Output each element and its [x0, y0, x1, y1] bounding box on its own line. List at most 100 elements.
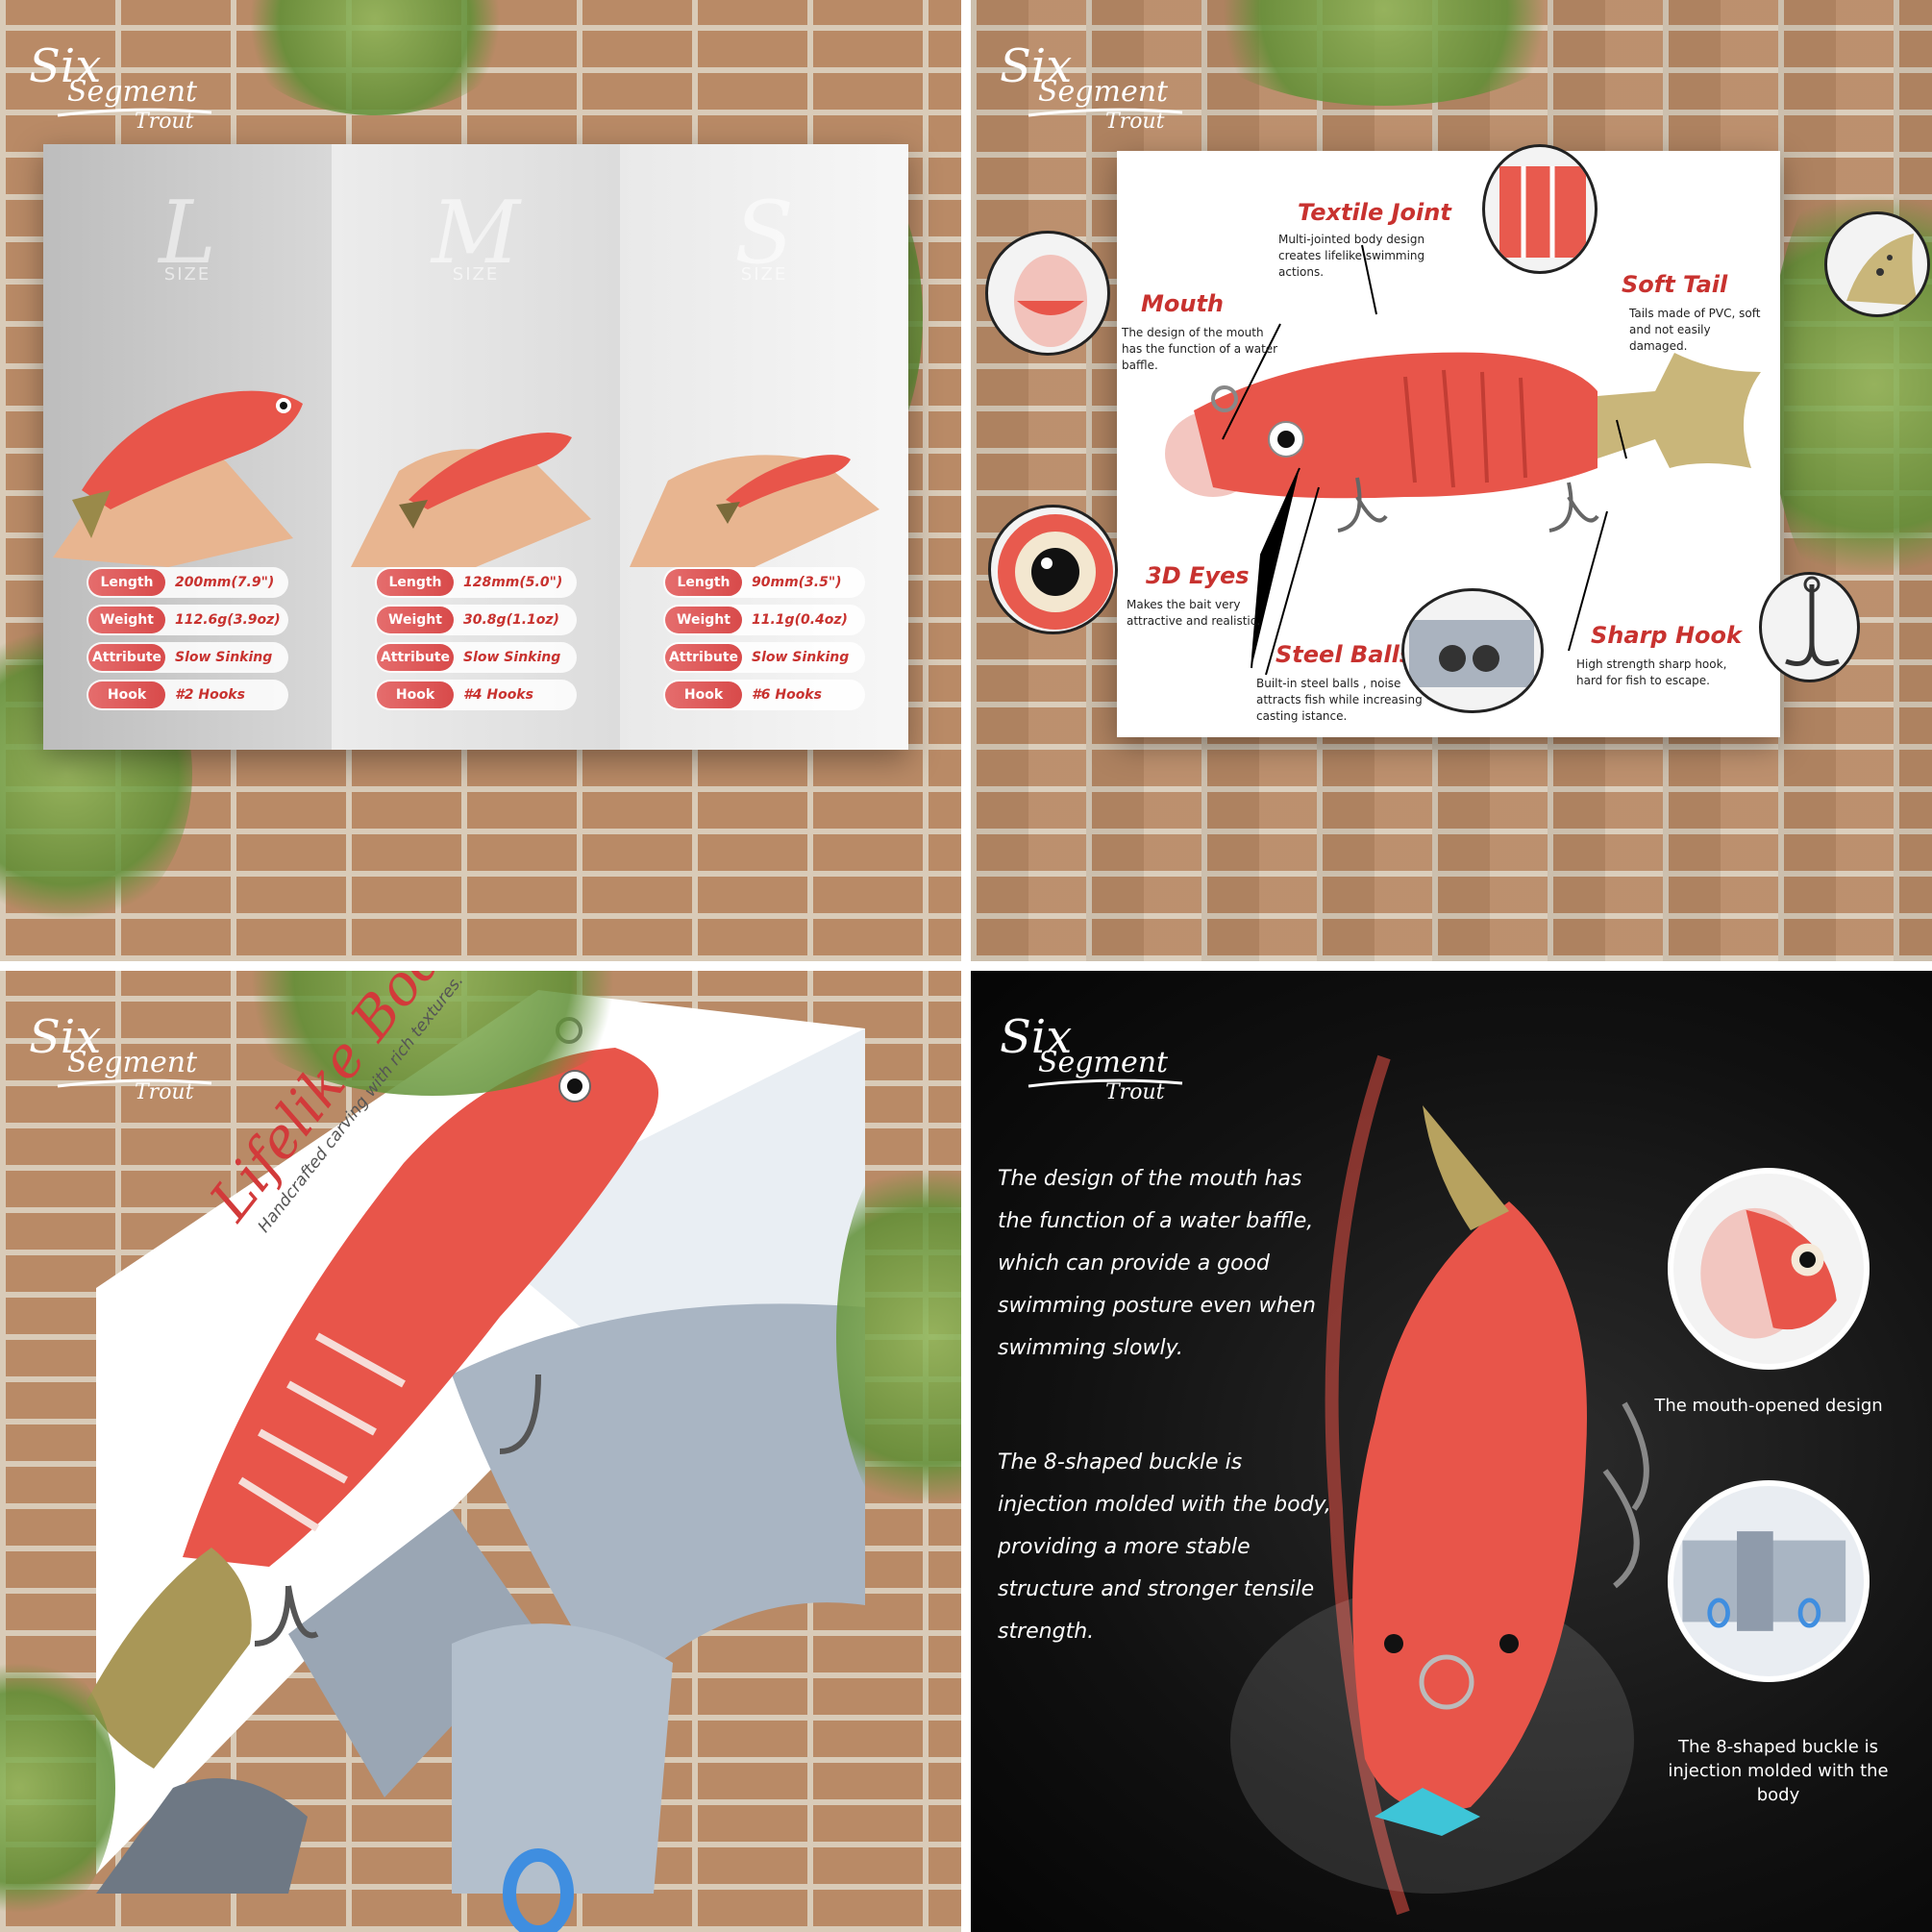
lure-illustration — [1165, 244, 1761, 676]
brand-logo: Six Segment Trout — [990, 24, 1201, 139]
panel-water-action: The design of the mouth has the function… — [971, 971, 1932, 1932]
lure-splash-illustration — [1230, 1054, 1649, 1916]
buckle-description-text: The 8-shaped buckle is injection molded … — [998, 1450, 1331, 1644]
mouth-detail-bubble — [985, 231, 1110, 356]
spec-key: Attribute — [377, 644, 454, 671]
mouth-design-circle — [1668, 1168, 1870, 1370]
spec-list: Length 200mm(7.9") Weight 112.6g(3.9oz) At… — [87, 567, 288, 717]
callout-textile-joint: Textile Joint Multi-jointed body design … — [1278, 199, 1471, 281]
logo-trout-text: Trout — [135, 110, 194, 134]
spec-row-attribute: Attribute Slow Sinking — [375, 642, 577, 673]
logo-six-text: Six — [29, 1010, 101, 1064]
logo-segment-text: Segment — [67, 1046, 198, 1079]
textile-joint-detail-bubble — [1482, 144, 1598, 274]
buckle-design-caption: The 8-shaped buckle is injection molded … — [1668, 1737, 1889, 1805]
hand-holding-lure-image — [53, 390, 303, 567]
spec-key: Weight — [88, 607, 165, 633]
brand-logo: Six Segment Trout — [19, 24, 231, 139]
spec-row-hook: Hook #4 Hooks — [375, 680, 577, 710]
logo-trout-text: Trout — [1105, 1080, 1165, 1104]
spec-row-length: Length 200mm(7.9") — [87, 567, 288, 598]
logo-segment-text: Segment — [1038, 1046, 1169, 1079]
spec-value: Slow Sinking — [463, 650, 561, 665]
spec-value: #6 Hooks — [752, 687, 822, 703]
callout-title: Steel Balls — [1276, 641, 1414, 668]
spec-key: Length — [88, 569, 165, 596]
panel-lifelike-body: Lifelike Body Handcrafted carving with r… — [0, 971, 961, 1932]
logo-trout-text: Trout — [135, 1080, 194, 1104]
logo-six-text: Six — [29, 39, 101, 93]
spec-value: #2 Hooks — [175, 687, 245, 703]
spec-value: Slow Sinking — [175, 650, 273, 665]
spec-value: 128mm(5.0") — [463, 575, 563, 590]
callout-mouth: Mouth The design of the mouth has the fu… — [1117, 290, 1285, 374]
spec-row-weight: Weight 30.8g(1.1oz) — [375, 605, 577, 635]
spec-key: Hook — [88, 681, 165, 708]
spec-value: 30.8g(1.1oz) — [463, 612, 559, 628]
steel-balls-detail-bubble — [1401, 588, 1544, 713]
callout-desc: Makes the bait very attractive and reali… — [1127, 598, 1261, 628]
mouth-description-text: The design of the mouth has the function… — [998, 1167, 1316, 1360]
callout-steel-balls: Steel Balls Built-in steel balls , noise… — [1256, 641, 1429, 725]
eye-detail-bubble — [988, 505, 1118, 634]
diagonal-display-board — [96, 990, 865, 1932]
brand-logo: Six Segment Trout — [990, 995, 1201, 1110]
spec-key: Hook — [377, 681, 454, 708]
spec-row-hook: Hook #2 Hooks — [87, 680, 288, 710]
callout-title: Textile Joint — [1298, 199, 1451, 226]
callout-desc: Multi-jointed body design creates lifeli… — [1278, 233, 1425, 279]
spec-value: 11.1g(0.4oz) — [752, 612, 848, 628]
callout-sharp-hook: Sharp Hook High strength sharp hook, har… — [1576, 622, 1745, 689]
spec-key: Weight — [665, 607, 742, 633]
size-word: SIZE — [452, 264, 500, 285]
lure-illustration — [87, 1017, 658, 1769]
callout-title: Sharp Hook — [1591, 622, 1742, 649]
size-comparison-board: L SIZE Length 200mm(7.9") Weight 112.6g(3.… — [43, 144, 908, 750]
callout-soft-tail: Soft Tail Tails made of PVC, soft and no… — [1622, 271, 1766, 355]
spec-row-attribute: Attribute Slow Sinking — [87, 642, 288, 673]
spec-value: 200mm(7.9") — [175, 575, 275, 590]
spec-value: #4 Hooks — [463, 687, 533, 703]
logo-six-text: Six — [1000, 39, 1072, 93]
spec-key: Weight — [377, 607, 454, 633]
brand-logo: Six Segment Trout — [19, 995, 231, 1110]
callout-3d-eyes: 3D Eyes Makes the bait very attractive a… — [1127, 562, 1295, 630]
callout-title: Soft Tail — [1622, 271, 1728, 298]
logo-segment-text: Segment — [67, 75, 198, 109]
callout-title: Mouth — [1141, 290, 1225, 317]
callout-desc: Built-in steel balls , noise attracts fi… — [1256, 677, 1423, 723]
spec-value: Slow Sinking — [752, 650, 850, 665]
spec-row-weight: Weight 11.1g(0.4oz) — [663, 605, 865, 635]
callout-desc: Tails made of PVC, soft and not easily d… — [1629, 307, 1761, 353]
logo-trout-text: Trout — [1105, 110, 1165, 134]
soft-tail-detail-bubble — [1824, 211, 1930, 317]
callout-desc: High strength sharp hook, hard for fish … — [1576, 657, 1727, 687]
spec-row-length: Length 128mm(5.0") — [375, 567, 577, 598]
spec-row-weight: Weight 112.6g(3.9oz) — [87, 605, 288, 635]
spec-key: Attribute — [665, 644, 742, 671]
spec-row-hook: Hook #6 Hooks — [663, 680, 865, 710]
spec-value: 112.6g(3.9oz) — [175, 612, 281, 628]
logo-six-text: Six — [1000, 1010, 1072, 1064]
mouth-design-caption: The mouth-opened design — [1654, 1396, 1883, 1416]
hand-holding-lure-image — [351, 433, 591, 567]
spec-value: 90mm(3.5") — [752, 575, 842, 590]
size-word: SIZE — [163, 264, 211, 285]
buckle-design-circle — [1668, 1480, 1870, 1682]
size-word: SIZE — [740, 264, 788, 285]
hand-holding-lure-image — [630, 455, 879, 567]
spec-key: Attribute — [88, 644, 165, 671]
size-letter: L — [159, 183, 216, 284]
spec-row-attribute: Attribute Slow Sinking — [663, 642, 865, 673]
callout-title: 3D Eyes — [1146, 562, 1250, 589]
sharp-hook-detail-bubble — [1759, 572, 1860, 682]
size-letter: S — [734, 183, 794, 284]
spec-key: Length — [377, 569, 454, 596]
spec-key: Hook — [665, 681, 742, 708]
panel-features: Textile Joint Multi-jointed body design … — [971, 0, 1932, 961]
panel-sizes: L SIZE Length 200mm(7.9") Weight 112.6g(3.… — [0, 0, 961, 961]
